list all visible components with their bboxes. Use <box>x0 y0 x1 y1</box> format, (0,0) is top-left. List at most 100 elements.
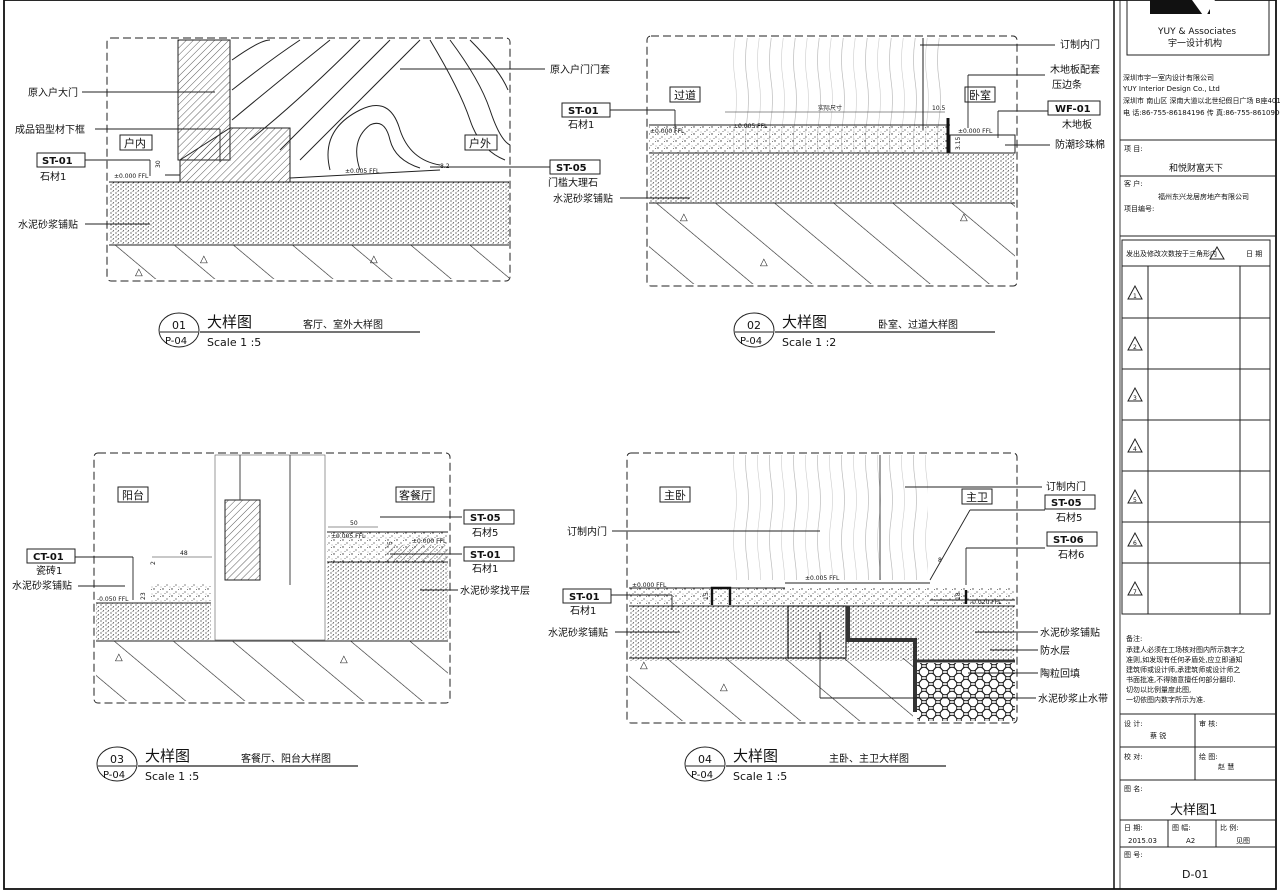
material-code: ST-01 <box>568 106 599 117</box>
sheet-ref: P-04 <box>103 770 125 781</box>
dim-label: 5 <box>387 541 394 545</box>
detail-03-frame <box>93 452 451 704</box>
material-tag <box>562 588 612 604</box>
project-number-label: 项目编号: <box>1124 204 1154 213</box>
sheet-border <box>3 0 1277 890</box>
notes-line: 建筑师或设计师,承建筑师或设计师之 <box>1126 665 1240 674</box>
material-name: 门槛大理石 <box>548 176 598 189</box>
level-mark: ±0.000 FFL <box>650 128 685 135</box>
revision-date-label: 日 期 <box>1246 250 1262 258</box>
company-name: YUY & Associates <box>1157 27 1236 37</box>
logo-box <box>1126 0 1270 56</box>
callout-text: 成品铝型材下框 <box>15 123 85 136</box>
room-label: 阳台 <box>122 488 144 502</box>
water-stop-belt <box>787 605 847 659</box>
project-label: 项 目: <box>1124 145 1143 153</box>
material-tag <box>1047 100 1101 116</box>
detail-bubble <box>684 746 726 782</box>
callout-text: 水泥砂浆铺贴 <box>553 192 613 205</box>
revision-number: 3 <box>1133 395 1137 402</box>
window-profile <box>224 499 261 581</box>
callout-text: 原入户大门 <box>28 86 78 99</box>
callout-text: 防水层 <box>1040 644 1070 657</box>
detail-title: 大样图 <box>782 313 827 331</box>
level-mark: -0.050 FFL <box>97 596 129 603</box>
detail-number: 04 <box>698 753 712 766</box>
dim-label: 8.2 <box>440 163 450 170</box>
svg-text:△: △ <box>680 212 688 223</box>
level-mark: ±0.000 FFL <box>632 582 667 589</box>
detail-03: △△ 阳台 客餐厅 48 50 2 23 5 -0.050 FFL ±0.005… <box>12 452 530 783</box>
dim-label: 23 <box>140 592 147 600</box>
sheet-ref: P-04 <box>740 336 762 347</box>
mortar-layer <box>649 153 1015 203</box>
number-label: 图 号: <box>1124 851 1143 859</box>
room-label-out: 户外 <box>469 136 491 150</box>
dim-label: 48 <box>180 550 188 557</box>
scale-value: 见图 <box>1236 837 1250 845</box>
material-code: ST-01 <box>470 550 501 561</box>
date-label: 日 期: <box>1124 824 1143 832</box>
drawing-label: 绘 图: <box>1199 752 1218 761</box>
detail-title: 大样图 <box>733 747 778 765</box>
room-box <box>117 486 149 503</box>
material-name: 石材1 <box>40 170 66 183</box>
room-box <box>395 486 435 503</box>
detail-02: △△△ 过道 卧室 实际尺寸 10.5 3.15 ±0.005 FFL ±0.0… <box>553 35 1105 349</box>
room-box <box>961 488 993 505</box>
sheet-ref: P-04 <box>165 336 187 347</box>
callout-text: 木地板配套 <box>1050 63 1100 76</box>
dim-label: 15 <box>703 592 710 600</box>
stone-layer <box>385 545 448 562</box>
room-label: 过道 <box>674 88 696 102</box>
sheet-ref: P-04 <box>691 770 713 781</box>
callout-text: 压边条 <box>1052 78 1082 91</box>
detail-04-frame <box>626 452 1018 724</box>
date-value: 2015.03 <box>1128 837 1157 845</box>
material-tag <box>463 509 515 525</box>
svg-text:△: △ <box>200 254 208 265</box>
notes-line: 准则,如发现有任何矛盾处,应立即通知 <box>1126 655 1242 664</box>
dim-label: 8 <box>938 557 942 564</box>
svg-text:△: △ <box>135 267 143 278</box>
detail-scale: Scale 1 :2 <box>782 336 836 349</box>
title-block: YUY & Associates 宇一设计机构 深圳市宇一室内设计有限公司 YU… <box>1113 0 1280 889</box>
company-name-cn: 宇一设计机构 <box>1168 37 1222 49</box>
material-name: 石材1 <box>568 118 594 131</box>
dim-label: 10.5 <box>932 105 946 112</box>
material-code: ST-01 <box>569 592 600 603</box>
room-label: 主卫 <box>966 491 988 504</box>
material-code: ST-05 <box>556 163 587 174</box>
svg-text:△: △ <box>760 257 768 268</box>
review-label: 审 核: <box>1199 719 1218 728</box>
material-name: 石材5 <box>1056 511 1082 524</box>
tile-layer <box>150 583 211 603</box>
material-name: 石材5 <box>472 526 498 539</box>
detail-01-frame <box>106 37 511 282</box>
detail-subtitle: 客餐厅、阳台大样图 <box>241 752 331 765</box>
callout-text: 原入户门门套 <box>550 63 610 76</box>
revision-table <box>1121 239 1271 615</box>
notes-line: 切勿以比例量度此图, <box>1126 685 1191 694</box>
revision-number: 6 <box>1133 540 1137 547</box>
dim-label: 50 <box>350 520 358 527</box>
callout-text: 水泥砂浆铺贴 <box>12 579 72 592</box>
detail-title: 大样图 <box>207 313 252 331</box>
project-name: 和悦财富天下 <box>1169 162 1223 174</box>
revision-number: 7 <box>1133 589 1137 596</box>
drawing-number: D-01 <box>1182 868 1208 881</box>
level-mark: ±0.005 FFL <box>733 123 768 130</box>
threshold-stone <box>179 127 291 183</box>
notes-line: 书面批准,不得随意擅任何部分翻印. <box>1126 675 1235 684</box>
concrete-slab <box>109 245 509 279</box>
company-info: YUY Interior Design Co., Ltd <box>1122 85 1220 93</box>
room-label-in: 户内 <box>124 136 146 150</box>
revision-number: 4 <box>1133 446 1137 453</box>
dim-label: 3.15 <box>955 136 962 150</box>
room-box-in <box>119 134 153 151</box>
material-code: CT-01 <box>33 552 64 563</box>
level-mark: ±0.000 FFL <box>114 173 149 180</box>
client-name: 福州东兴龙居房地产有限公司 <box>1158 192 1249 201</box>
room-box <box>659 486 691 503</box>
